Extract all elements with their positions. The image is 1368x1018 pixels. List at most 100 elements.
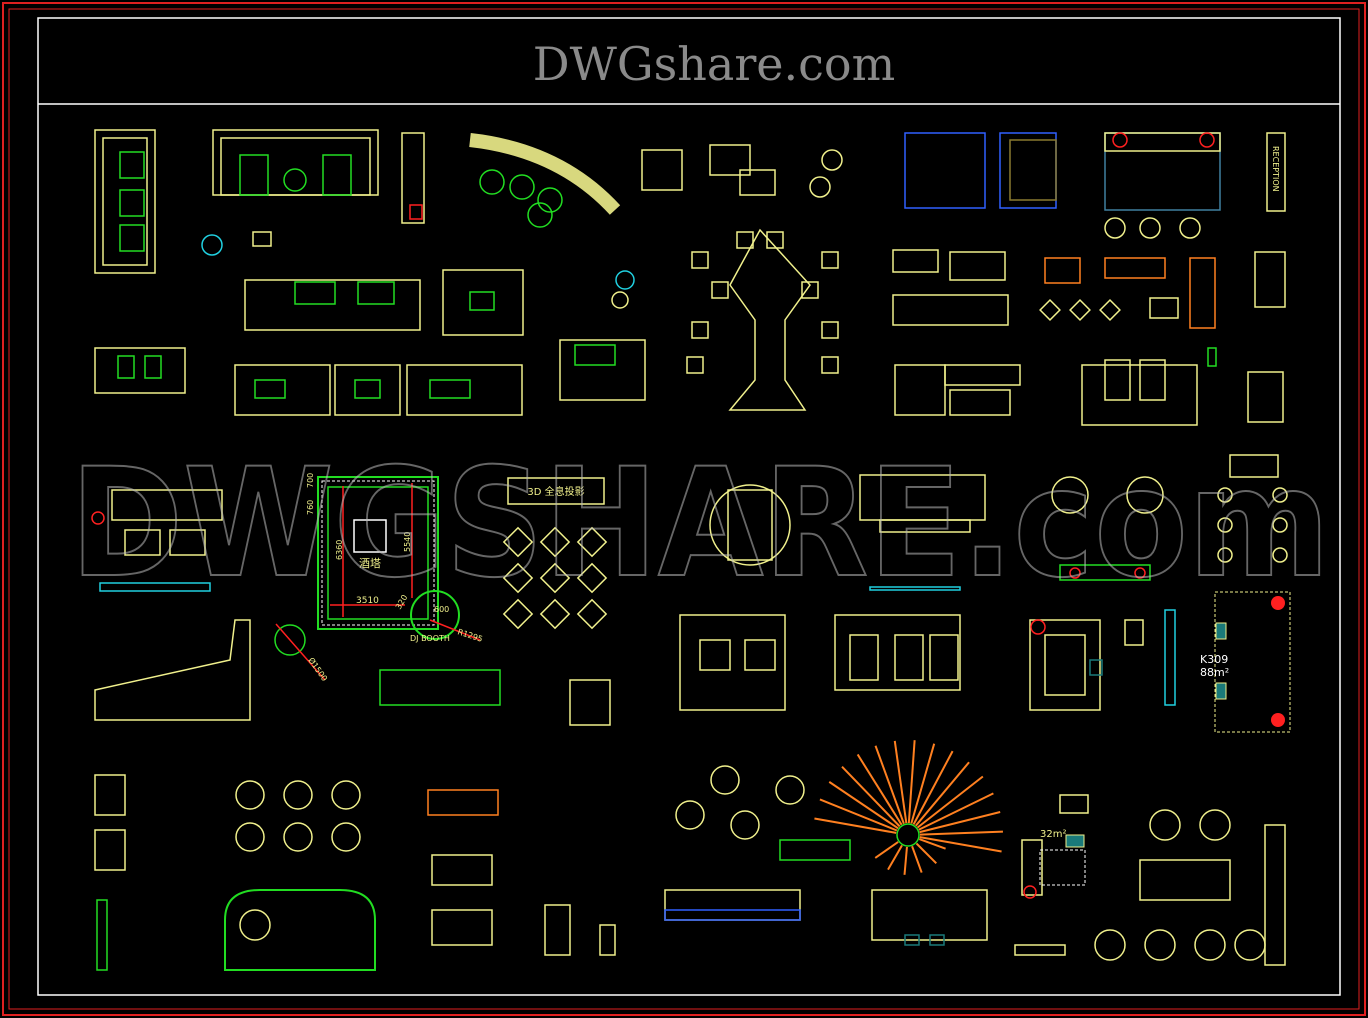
furniture-shape [239, 154, 269, 196]
furniture-shape [949, 251, 1006, 281]
furniture-shape [479, 169, 505, 195]
furniture-shape [409, 204, 423, 220]
furniture-shape [821, 149, 843, 171]
furniture-shape [429, 379, 471, 399]
furniture-shape [354, 379, 381, 399]
furniture-shape [252, 231, 272, 247]
furniture-shape [874, 841, 899, 859]
furniture-shape [821, 356, 839, 374]
dim-6360: 6360 [335, 540, 344, 560]
furniture-shape [892, 249, 939, 273]
furniture-shape [1044, 634, 1086, 696]
furniture-shape [1023, 885, 1037, 899]
furniture-shape [801, 281, 819, 299]
furniture-shape [331, 780, 361, 810]
furniture-shape [1164, 609, 1176, 706]
page-title: DWGshare.com [533, 37, 895, 91]
furniture-shape [235, 822, 265, 852]
furniture-shape [212, 129, 379, 196]
furniture-shape [334, 364, 401, 416]
furniture-shape [99, 582, 211, 592]
furniture-shape [929, 934, 945, 946]
furniture-shape [234, 364, 331, 416]
room-code: K309 [1200, 653, 1228, 666]
furniture-shape [1264, 824, 1286, 966]
furniture-shape [1069, 299, 1091, 321]
furniture-shape [1044, 257, 1081, 284]
furniture-shape [1217, 517, 1233, 533]
furniture-shape [828, 781, 899, 830]
furniture-shape [1207, 347, 1217, 367]
furniture-shape [849, 634, 879, 681]
small-area-label: 32m² [1040, 829, 1066, 840]
furniture-shape [96, 899, 108, 971]
furniture-shape [254, 379, 286, 399]
furniture-shape [1059, 564, 1151, 581]
wine-tower-label: 酒塔 [359, 557, 381, 570]
reception-desk: RECEPTION [1266, 132, 1286, 212]
hologram-label-box: 3D 全息投影 [507, 477, 605, 505]
furniture-shape [169, 529, 206, 556]
dim-3510: 3510 [356, 596, 379, 606]
furniture-shape [1069, 567, 1081, 579]
furniture-shape [664, 909, 801, 921]
furniture-shape [1272, 547, 1288, 563]
furniture-shape [739, 169, 776, 196]
furniture-shape [406, 364, 523, 416]
furniture-shape [1134, 567, 1146, 579]
furniture-shape [1094, 929, 1126, 961]
dim-5540: 5540 [403, 532, 412, 552]
furniture-shape [896, 823, 920, 847]
furniture-shape [502, 562, 534, 594]
furniture-shape [244, 279, 421, 331]
furniture-shape [710, 765, 740, 795]
furniture-shape [709, 484, 791, 566]
furniture-shape [469, 133, 621, 215]
furniture-shape [929, 634, 959, 681]
furniture-shape [1104, 132, 1221, 152]
furniture-shape [442, 269, 524, 336]
furniture-shape [599, 924, 616, 956]
furniture-shape [914, 761, 970, 827]
furniture-shape [766, 231, 784, 249]
furniture-shape [686, 356, 704, 374]
furniture-shape [664, 889, 801, 921]
furniture-shape [1254, 251, 1286, 308]
furniture-shape [1217, 487, 1233, 503]
furniture-shape [919, 811, 1001, 834]
furniture-shape [1234, 929, 1266, 961]
furniture-shape [537, 187, 563, 213]
furniture-shape [711, 281, 729, 299]
furniture-shape [94, 829, 126, 871]
furniture-shape [841, 765, 901, 828]
furniture-shape [576, 598, 608, 630]
furniture-shape [431, 909, 493, 946]
furniture-shape [576, 526, 608, 558]
furniture-shape [94, 347, 186, 394]
dim-760: 760 [306, 500, 315, 515]
furniture-shape [117, 355, 135, 379]
furniture-shape [894, 634, 924, 681]
furniture-shape [999, 132, 1057, 209]
furniture-shape [919, 836, 1002, 853]
furniture-shape [871, 889, 988, 941]
furniture-shape [509, 174, 535, 200]
furniture-shape [834, 614, 961, 691]
furniture-shape [819, 798, 898, 832]
furniture-shape [544, 904, 571, 956]
furniture-shape [539, 562, 571, 594]
furniture-shape [691, 251, 709, 269]
furniture-shape [379, 669, 501, 706]
furniture-shape [856, 753, 903, 826]
furniture-shape [283, 168, 307, 192]
furniture-shape [294, 281, 336, 305]
furniture-shape [728, 228, 811, 411]
furniture-shape [1272, 487, 1288, 503]
furniture-shape [944, 364, 1021, 386]
furniture-shape [1139, 359, 1166, 401]
furniture-shape [1144, 929, 1176, 961]
furniture-shape [539, 526, 571, 558]
small-room-32: 32m² [1039, 829, 1086, 886]
suite-k309: K309 88m² [1200, 591, 1291, 733]
